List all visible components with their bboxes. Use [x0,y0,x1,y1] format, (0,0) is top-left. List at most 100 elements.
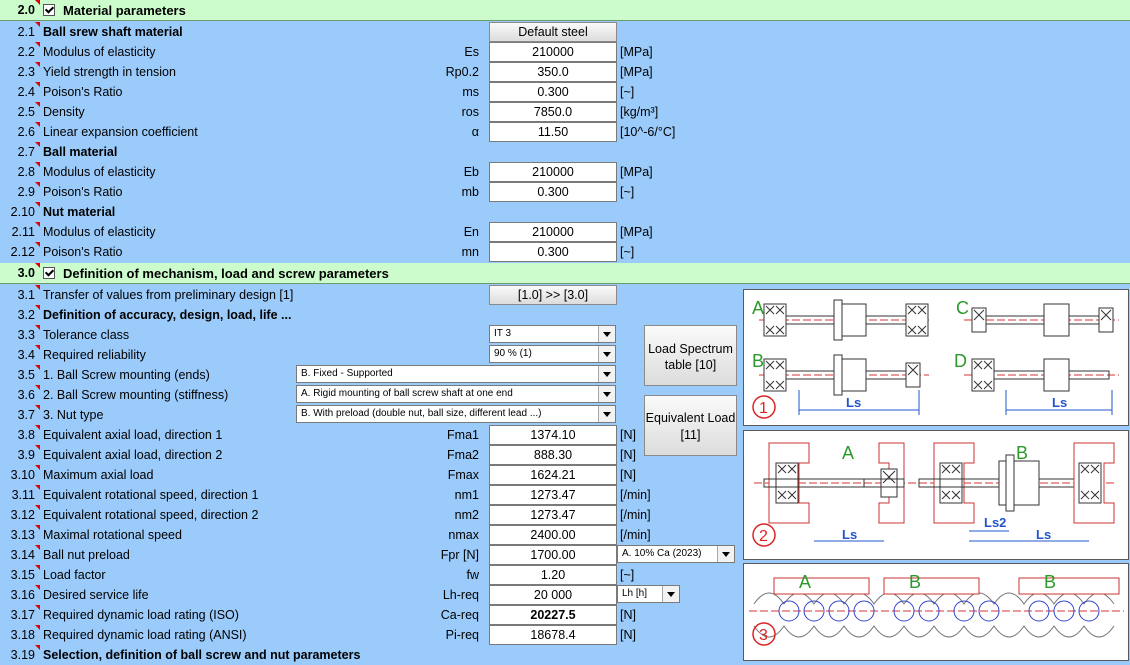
comment-marker [35,365,40,370]
poisson-mb-input[interactable]: 0.300 [489,182,617,202]
row-unit: [/min] [620,488,651,502]
poisson-mn-input[interactable]: 0.300 [489,242,617,262]
comment-marker [35,585,40,590]
row-3-14: 3.14 Ball nut preload Fpr [N] 1700.00 A.… [0,545,740,565]
row-3-19: 3.19 Selection, definition of ball screw… [0,645,620,665]
row-number: 2.11 [11,225,35,239]
badge-1: 1 [759,400,768,417]
rot-speed-1-input[interactable]: 1273.47 [489,485,617,505]
row-3-6: 3.6 2. Ball Screw mounting (stiffness) A… [0,385,620,405]
density-input[interactable]: 7850.0 [489,102,617,122]
chevron-down-icon[interactable] [598,346,615,362]
row-unit: [N] [620,448,636,462]
poisson-ms-input[interactable]: 0.300 [489,82,617,102]
chevron-down-icon[interactable] [717,546,734,562]
comment-marker [35,565,40,570]
row-number: 3.15 [10,568,35,582]
section-checkbox[interactable] [43,4,55,16]
row-3-8: 3.8 Equivalent axial load, direction 1 F… [0,425,700,445]
row-symbol: ros [461,105,479,119]
row-label: Poison's Ratio [43,185,123,199]
row-3-7: 3.7 3. Nut type B. With preload (double … [0,405,620,425]
service-life-input[interactable]: 20 000 [489,585,617,605]
row-unit: [~] [620,185,635,199]
preload-select[interactable]: A. 10% Ca (2023) [617,545,735,563]
row-symbol: nm1 [454,488,479,502]
comment-marker [35,645,40,650]
reliability-select[interactable]: 90 % (1) [489,345,616,363]
comment-marker [35,62,40,67]
row-number: 3.5 [17,368,35,382]
load-spectrum-button[interactable]: Load Spectrum table [10] [644,325,737,386]
rot-speed-2-input[interactable]: 1273.47 [489,505,617,525]
chevron-down-icon[interactable] [598,366,615,382]
transfer-values-button[interactable]: [1.0] >> [3.0] [489,285,617,305]
row-3-12: 3.12 Equivalent rotational speed, direct… [0,505,700,525]
load-factor-input[interactable]: 1.20 [489,565,617,585]
row-symbol: ms [462,85,479,99]
row-symbol: Eb [463,165,479,179]
dim-ls: Ls [842,527,857,542]
row-label: 3. Nut type [43,408,104,422]
section-3-0-header: 3.0 Definition of mechanism, load and sc… [0,263,1130,284]
tolerance-class-select[interactable]: IT 3 [489,325,616,343]
max-rot-speed-input[interactable]: 2400.00 [489,525,617,545]
select-value: IT 3 [494,328,512,339]
comment-marker [35,325,40,330]
nut-preload-input[interactable]: 1700.00 [489,545,617,565]
comment-marker [35,222,40,227]
section-checkbox[interactable] [43,267,55,279]
row-symbol: Fma1 [447,428,479,442]
row-label: Yield strength in tension [43,65,176,79]
life-unit-select[interactable]: Lh [h] [617,585,680,603]
row-symbol: Fma2 [447,448,479,462]
row-number: 2.4 [17,85,35,99]
row-unit: [MPa] [620,45,653,59]
select-value: A. Rigid mounting of ball screw shaft at… [301,388,513,399]
section-2-0-header: 2.0 Material parameters [0,0,1130,21]
section-number: 2.0 [17,3,35,17]
yield-strength-input[interactable]: 350.0 [489,62,617,82]
select-value: 90 % (1) [494,348,532,359]
expansion-coefficient-input[interactable]: 11.50 [489,122,617,142]
row-label: Modulus of elasticity [43,165,156,179]
row-number: 3.7 [17,408,35,422]
row-number: 3.12 [10,508,35,522]
equivalent-load-button[interactable]: Equivalent Load [11] [644,395,737,456]
chevron-down-icon[interactable] [598,326,615,342]
comment-marker [35,485,40,490]
row-number: 2.10 [10,205,35,219]
max-axial-load-input[interactable]: 1624.21 [489,465,617,485]
chevron-down-icon[interactable] [598,406,615,422]
chevron-down-icon[interactable] [598,386,615,402]
label-b: B [1016,443,1028,463]
row-2-2: 2.2 Modulus of elasticity Es 210000 [MPa… [0,42,700,62]
row-number: 2.2 [17,45,35,59]
row-number: 2.12 [10,245,35,259]
mounting-stiffness-select[interactable]: A. Rigid mounting of ball screw shaft at… [296,385,616,403]
row-3-15: 3.15 Load factor fw 1.20 [~] [0,565,700,585]
modulus-eb-input[interactable]: 210000 [489,162,617,182]
dim-ls: Ls [1052,395,1067,410]
dim-ls2: Ls2 [984,515,1006,530]
chevron-down-icon[interactable] [662,586,679,602]
row-2-5: 2.5 Density ros 7850.0 [kg/m³] [0,102,700,122]
badge-2: 2 [759,528,768,545]
modulus-es-input[interactable]: 210000 [489,42,617,62]
section-title: Definition of mechanism, load and screw … [63,266,389,281]
row-unit: [~] [620,245,635,259]
label-b: B [752,351,764,371]
axial-load-2-input[interactable]: 888.30 [489,445,617,465]
row-symbol: fw [466,568,480,582]
nut-type-select[interactable]: B. With preload (double nut, ball size, … [296,405,616,423]
row-label: Poison's Ratio [43,245,123,259]
comment-marker [35,385,40,390]
row-symbol: nm2 [454,508,479,522]
axial-load-1-input[interactable]: 1374.10 [489,425,617,445]
mounting-diagram-2: A B Ls Ls2 Ls 2 [743,430,1129,560]
comment-marker [35,545,40,550]
default-steel-button[interactable]: Default steel [489,22,617,42]
modulus-en-input[interactable]: 210000 [489,222,617,242]
mounting-ends-select[interactable]: B. Fixed - Supported [296,365,616,383]
mounting-diagram-1-svg: A B C D Ls Ls 1 [752,298,1119,419]
